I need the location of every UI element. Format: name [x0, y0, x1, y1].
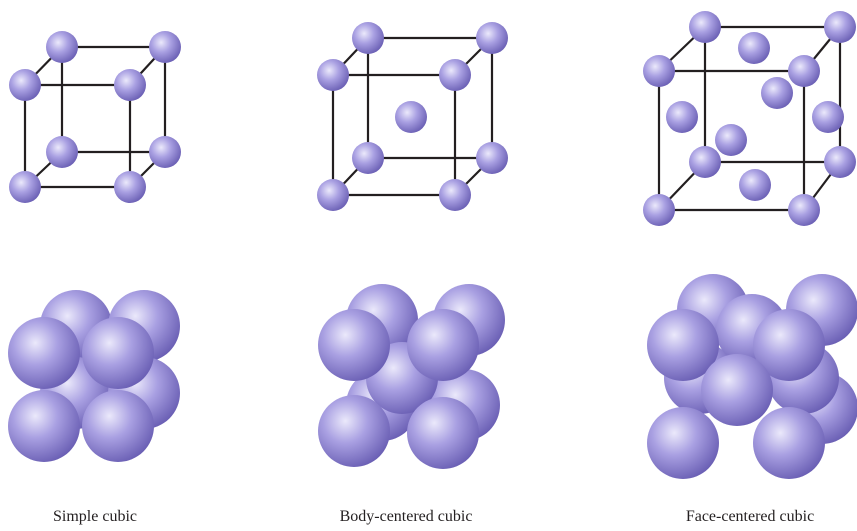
- corner-atom: [476, 22, 508, 54]
- corner-atom: [9, 171, 41, 203]
- bcc-atoms: [317, 22, 508, 211]
- corner-atom: [439, 59, 471, 91]
- fcc-packing: [647, 274, 857, 479]
- fcc-atoms: [643, 11, 856, 226]
- packed-atom: [407, 397, 479, 469]
- face-center-atom: [761, 77, 793, 109]
- body-center-atom: [395, 101, 427, 133]
- packed-atom: [647, 309, 719, 381]
- packed-atom: [701, 354, 773, 426]
- bcc-caption: Body-centered cubic: [339, 508, 473, 525]
- packed-atom: [753, 407, 825, 479]
- corner-atom: [788, 194, 820, 226]
- corner-atom: [149, 136, 181, 168]
- corner-atom: [352, 22, 384, 54]
- packed-atom: [82, 390, 154, 462]
- corner-atom: [439, 179, 471, 211]
- corner-atom: [114, 69, 146, 101]
- face-center-atom: [715, 124, 747, 156]
- simple-cubic-lattice: [9, 31, 181, 203]
- packed-atom: [318, 395, 390, 467]
- corner-atom: [689, 11, 721, 43]
- face-center-atom: [738, 32, 770, 64]
- corner-atom: [352, 142, 384, 174]
- simple-cubic-edges: [23, 45, 167, 189]
- fcc-edges: [657, 25, 842, 212]
- packed-atom: [753, 309, 825, 381]
- corner-atom: [788, 55, 820, 87]
- corner-atom: [643, 55, 675, 87]
- packed-atom: [8, 317, 80, 389]
- corner-atom: [476, 142, 508, 174]
- face-center-atom: [812, 101, 844, 133]
- face-center-atom: [666, 101, 698, 133]
- packed-atom: [8, 390, 80, 462]
- corner-atom: [643, 194, 675, 226]
- fcc-caption: Face-centered cubic: [685, 508, 815, 525]
- simple-cubic-packing: [8, 290, 180, 462]
- corner-atom: [317, 179, 349, 211]
- corner-atom: [824, 11, 856, 43]
- face-center-atom: [739, 169, 771, 201]
- simple-cubic-caption: Simple cubic: [53, 508, 137, 525]
- corner-atom: [824, 146, 856, 178]
- packed-atom: [82, 317, 154, 389]
- corner-atom: [9, 69, 41, 101]
- corner-atom: [689, 146, 721, 178]
- packed-atom: [407, 309, 479, 381]
- bcc-lattice: [317, 22, 508, 211]
- fcc-lattice: [643, 11, 856, 226]
- bcc-packing: [318, 284, 505, 469]
- packed-atom: [647, 407, 719, 479]
- corner-atom: [114, 171, 146, 203]
- corner-atom: [149, 31, 181, 63]
- packed-atom: [318, 309, 390, 381]
- corner-atom: [317, 59, 349, 91]
- corner-atom: [46, 136, 78, 168]
- simple-cubic-atoms: [9, 31, 181, 203]
- corner-atom: [46, 31, 78, 63]
